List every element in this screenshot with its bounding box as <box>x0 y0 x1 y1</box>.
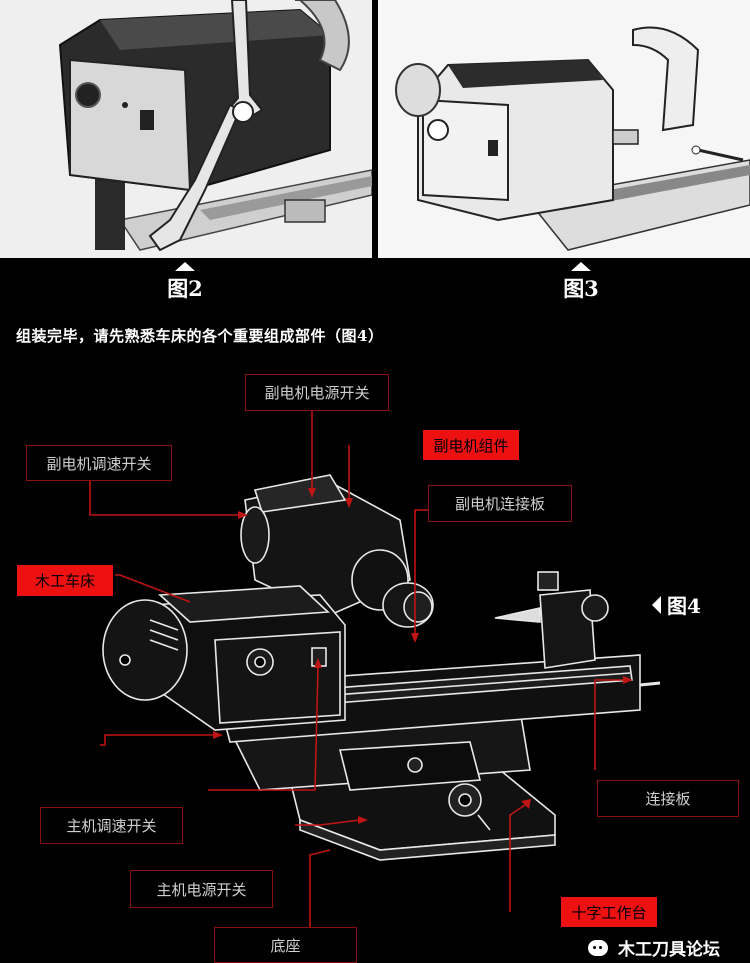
figure-3-photo <box>378 0 750 258</box>
figure-2-photo <box>0 0 372 258</box>
label-woodworking-lathe: 木工车床 <box>17 565 113 596</box>
label-sub-motor-power-switch: 副电机电源开关 <box>245 374 389 411</box>
label-base: 底座 <box>214 927 357 963</box>
watermark: 木工刀具论坛 <box>588 935 720 960</box>
figure-2-caption: 图2 <box>145 262 225 303</box>
label-main-motor-speed-switch: 主机调速开关 <box>40 807 183 844</box>
figure-4-diagram: 副电机电源开关 副电机组件 副电机调速开关 副电机连接板 木工车床 连接板 主机… <box>0 350 750 963</box>
label-sub-motor-speed-switch: 副电机调速开关 <box>26 445 172 481</box>
lathe-illustration <box>89 408 661 930</box>
figure-4-tag-text: 图4 <box>667 594 701 618</box>
label-sub-motor-connecting-plate: 副电机连接板 <box>428 485 572 522</box>
figure-4-tag: 图4 <box>652 590 701 619</box>
assembly-note: 组装完毕，请先熟悉车床的各个重要组成部件（图4） <box>16 327 384 345</box>
label-sub-motor-assembly: 副电机组件 <box>423 430 519 460</box>
label-connecting-plate: 连接板 <box>597 780 739 817</box>
watermark-text: 木工刀具论坛 <box>618 940 720 960</box>
arrow-left-icon <box>652 595 661 614</box>
label-cross-worktable: 十字工作台 <box>561 897 657 927</box>
figure-3-caption: 图3 <box>541 262 621 303</box>
wechat-icon <box>588 939 608 956</box>
figure-3-caption-text: 图3 <box>563 276 599 301</box>
label-main-motor-power-switch: 主机电源开关 <box>130 870 273 908</box>
figure-2-caption-text: 图2 <box>167 276 203 301</box>
caption-arrow-icon <box>571 262 591 271</box>
caption-arrow-icon <box>175 262 195 271</box>
